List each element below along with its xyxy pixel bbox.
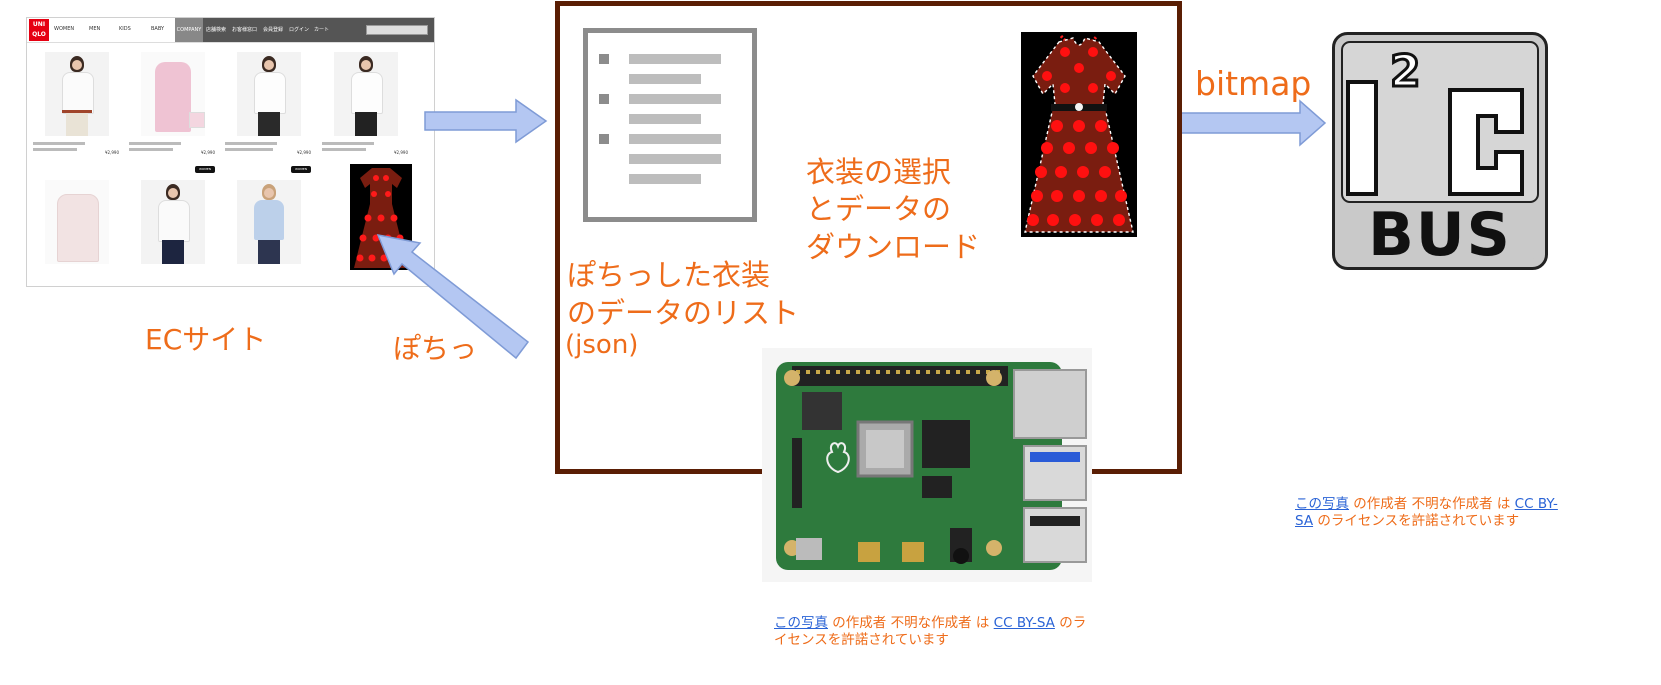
product-photo <box>45 180 109 264</box>
product-photo <box>334 52 398 136</box>
bitmap-label: bitmap <box>1195 64 1312 103</box>
nav-women: WOMEN <box>54 26 75 32</box>
product-photo <box>45 52 109 136</box>
arrow-right <box>424 98 548 144</box>
i2c-two: 2 <box>1389 45 1423 99</box>
list-label-line2: のデータのリスト <box>567 296 800 330</box>
product-photo <box>141 52 205 136</box>
uniqlo-logo: UNI QLO <box>29 19 49 41</box>
ec-site-label: ECサイト <box>145 323 267 356</box>
product-card: ¥2,990 <box>223 44 315 162</box>
nav-baby: BABY <box>151 26 165 32</box>
product-photo <box>237 180 301 264</box>
select-label-line3: ダウンロード <box>806 230 981 264</box>
ec-search-box <box>366 25 428 35</box>
nav-cart: カート <box>314 27 330 33</box>
nav-register: 会員登録 <box>263 27 284 33</box>
select-label-line2: とデータの <box>806 192 952 226</box>
pochi-label: ぽちっ <box>393 332 478 365</box>
attribution-i2c-end: のライセンスを許諾されています <box>1313 513 1520 529</box>
i2c-bus-text: BUS <box>1368 200 1512 270</box>
nav-customer: お客様窓口 <box>232 27 258 33</box>
attribution-i2c-photo-link[interactable]: この写真 <box>1295 496 1349 512</box>
product-card: WOMEN <box>127 164 219 282</box>
dress-icon <box>1021 32 1137 237</box>
product-price: ¥2,990 <box>297 150 311 155</box>
nav-company: COMPANY <box>175 18 203 42</box>
nav-store-search: 店舗検索 <box>206 27 227 33</box>
select-label-line1: 衣装の選択 <box>806 155 952 189</box>
attribution-pi-mid: の作成者 不明な作成者 は <box>828 615 994 631</box>
nav-kids: KIDS <box>119 26 131 32</box>
product-price: ¥2,990 <box>105 150 119 155</box>
attribution-i2c: この写真 の作成者 不明な作成者 は CC BY-SA のライセンスを許諾されて… <box>1295 496 1575 530</box>
list-label-line1: ぽちっした衣装 <box>567 258 771 292</box>
product-card: ¥2,990 <box>31 44 123 162</box>
nav-men: MEN <box>89 26 101 32</box>
ec-site-screenshot: UNI QLO WOMEN MEN KIDS BABY COMPANY 店舗検索… <box>26 17 435 287</box>
product-photo <box>237 52 301 136</box>
attribution-i2c-mid: の作成者 不明な作成者 は <box>1349 496 1515 512</box>
women-badge: WOMEN <box>195 166 215 173</box>
attribution-i2c-license-link[interactable]: CC BY-SA <box>1295 496 1558 529</box>
attribution-pi: この写真 の作成者 不明な作成者 は CC BY-SA のライセンスを許諾されて… <box>774 615 1094 649</box>
raspberry-pi-board <box>762 348 1092 582</box>
product-photo <box>141 180 205 264</box>
product-price: ¥2,990 <box>201 150 215 155</box>
attribution-pi-end: のライセンスを許諾されています <box>774 615 1087 648</box>
product-card: ¥2,990 <box>127 44 219 162</box>
product-card <box>31 164 123 282</box>
list-label-line3: (json) <box>565 330 639 360</box>
attribution-pi-photo-link[interactable]: この写真 <box>774 615 828 631</box>
product-card: WOMEN <box>320 164 412 282</box>
product-card: ¥2,990 <box>320 44 412 162</box>
document-list-icon <box>583 28 757 222</box>
attribution-pi-license-link[interactable]: CC BY-SA <box>993 615 1055 631</box>
product-card: WOMEN <box>223 164 315 282</box>
women-badge: WOMEN <box>291 166 311 173</box>
i2c-bus-logo: 2 BUS <box>1332 32 1548 270</box>
nav-login: ログイン <box>289 27 310 33</box>
product-price: ¥2,990 <box>394 150 408 155</box>
ec-nav-bar: UNI QLO WOMEN MEN KIDS BABY COMPANY 店舗検索… <box>27 18 434 43</box>
arrow-up-left <box>376 234 530 360</box>
